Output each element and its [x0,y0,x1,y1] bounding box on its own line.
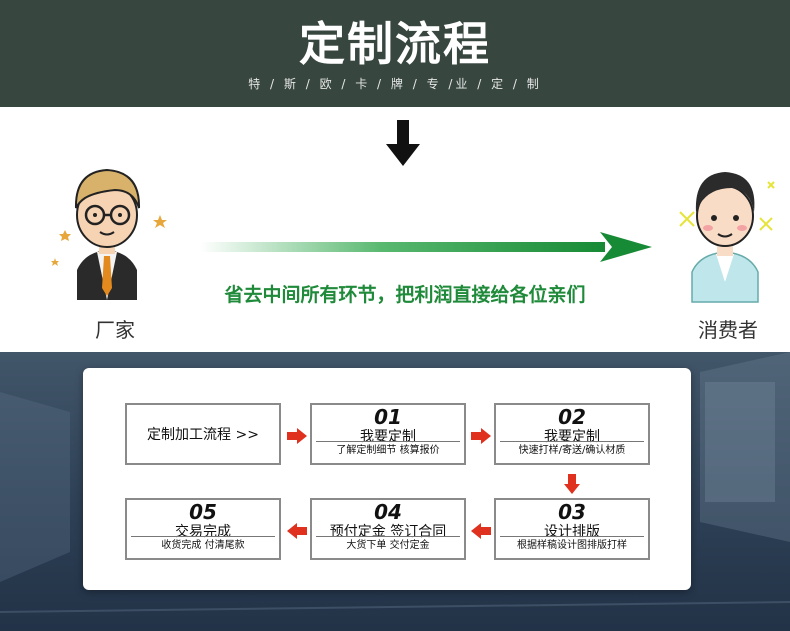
left-arrow-icon [287,523,307,539]
step-description: 了解定制细节 核算报价 [316,441,460,459]
step-number: 05 [189,500,217,524]
step-01-box: 01 我要定制 了解定制细节 核算报价 [310,403,466,465]
step-number: 02 [558,405,586,429]
step-number: 03 [558,500,586,524]
step-03-box: 03 设计排版 根据样稿设计图排版打样 [494,498,650,560]
consumer-avatar-icon [679,172,775,303]
left-arrow-icon [471,523,491,539]
step-04-box: 04 预付定金 签订合同 大货下单 交付定金 [310,498,466,560]
page-title: 定制流程 [299,17,491,71]
step-05-box: 05 交易完成 收货完成 付清尾款 [125,498,281,560]
step-description: 收货完成 付清尾款 [131,536,275,554]
step-description: 快速打样/寄送/确认材质 [500,441,644,459]
process-start-label: 定制加工流程 >> [147,427,259,443]
manufacturer-label: 厂家 [95,318,135,342]
manufacturer-avatar-icon [51,168,167,300]
down-arrow-icon [386,120,420,166]
right-arrow-icon [287,428,307,444]
step-description: 根据样稿设计图排版打样 [500,536,644,554]
down-arrow-icon [564,474,580,494]
step-description: 大货下单 交付定金 [316,536,460,554]
right-arrow-icon [471,428,491,444]
slogan-text: 省去中间所有环节，把利润直接给各位亲们 [224,284,586,306]
step-number: 04 [374,500,402,524]
consumer-label: 消费者 [698,318,758,342]
office-background-decoration [0,352,790,613]
step-02-box: 02 我要定制 快速打样/寄送/确认材质 [494,403,650,465]
page-subtitle: 特 / 斯 / 欧 / 卡 / 牌 / 专 /业 / 定 / 制 [248,77,542,91]
flow-arrow-icon [200,232,652,262]
step-number: 01 [374,405,402,429]
header-banner: 定制流程 特 / 斯 / 欧 / 卡 / 牌 / 专 /业 / 定 / 制 [0,0,790,107]
process-start-box: 定制加工流程 >> [125,403,281,465]
